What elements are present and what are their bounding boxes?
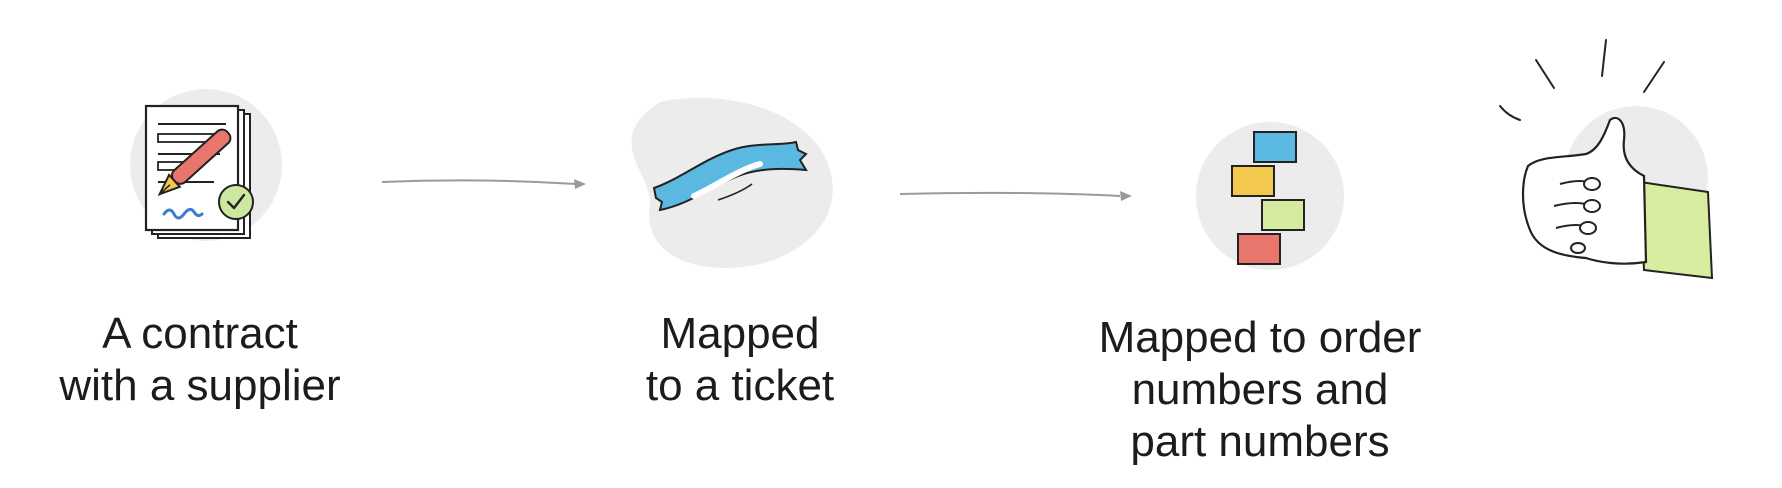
step-2-label: Mapped to a ticket	[590, 308, 890, 412]
step-3-label-line-1: Mapped to order	[1098, 313, 1422, 362]
block-blue	[1253, 131, 1297, 163]
check-badge-icon	[218, 184, 254, 220]
block-red	[1237, 233, 1281, 265]
step-3-label-line-3: part numbers	[1130, 417, 1390, 466]
thumbs-up-icon	[1499, 39, 1714, 280]
sleeve	[1638, 180, 1714, 280]
step-3-label-line-2: numbers and	[1131, 365, 1389, 414]
signature-scribble	[162, 207, 204, 220]
step-2-label-line-2: to a ticket	[645, 361, 835, 410]
flow-arrow-1	[381, 179, 586, 189]
contract-signing-icon	[130, 89, 282, 241]
block-yellow	[1231, 165, 1275, 197]
step-2-label-line-1: Mapped	[660, 309, 820, 358]
step-1-label: A contract with a supplier	[30, 308, 370, 412]
ticket-icon-backdrop	[631, 97, 833, 268]
pen-icon	[157, 128, 232, 197]
hand-fist	[1521, 116, 1648, 265]
flow-arrow-2	[899, 191, 1132, 201]
step-1-label-line-1: A contract	[102, 309, 298, 358]
step-3-label: Mapped to order numbers and part numbers	[1070, 312, 1450, 468]
block-green	[1261, 199, 1305, 231]
step-1-label-line-2: with a supplier	[59, 361, 341, 410]
ticket-icon	[631, 97, 833, 268]
stacked-blocks-icon	[1196, 122, 1344, 270]
